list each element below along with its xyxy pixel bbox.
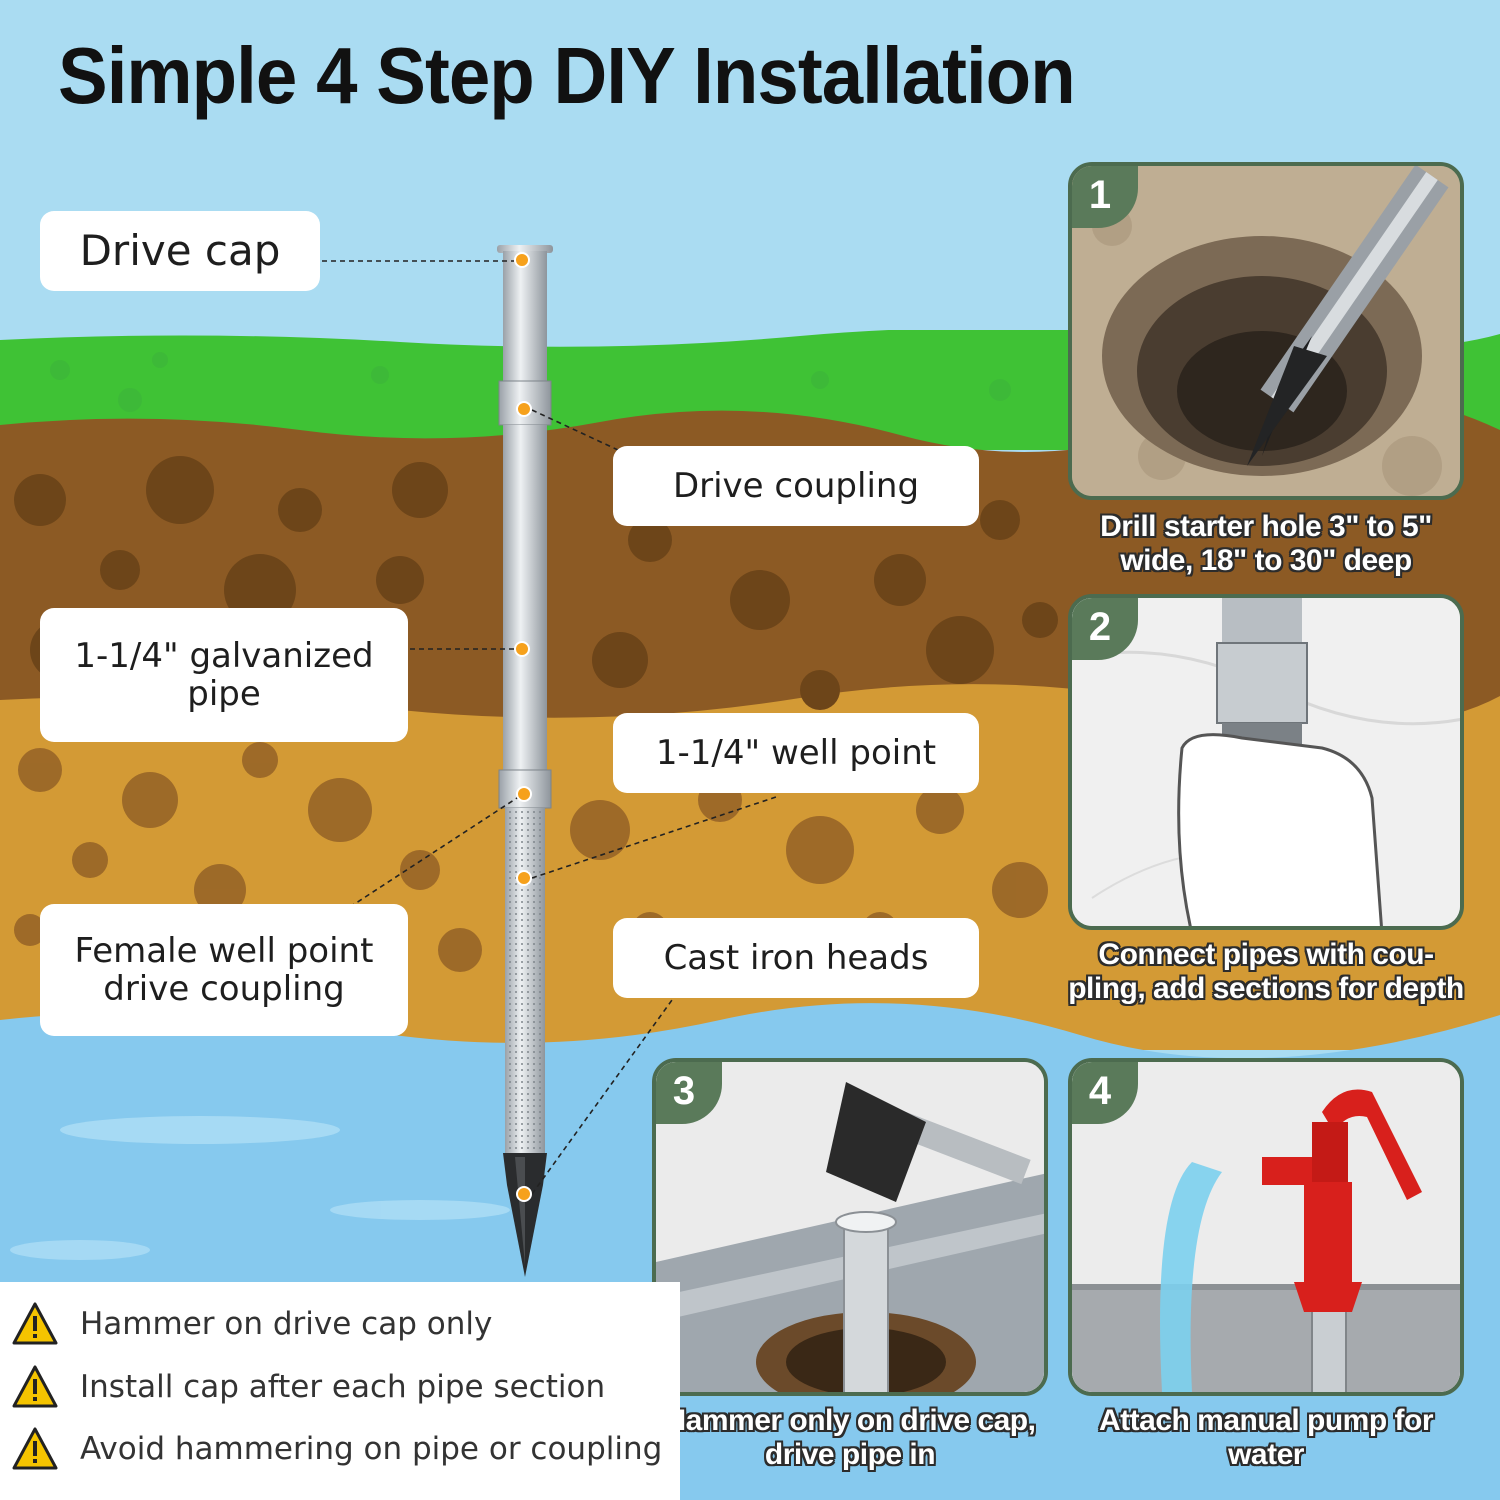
label-cast-iron-heads: Cast iron heads	[613, 918, 979, 998]
step-3-caption: Hammer only on drive cap, drive pipe in	[664, 1404, 1036, 1471]
warning-triangle-icon	[12, 1365, 58, 1408]
label-drive-coupling: Drive coupling	[613, 446, 979, 526]
step-1-panel: 1	[1068, 162, 1464, 500]
label-galvanized-pipe: 1-1/4" galvanized pipe	[40, 608, 408, 742]
female-coupling-dot	[516, 786, 532, 802]
connect-pipes-illustration	[1072, 598, 1460, 926]
galvanized-pipe-dot	[514, 641, 530, 657]
label-well-point: 1-1/4" well point	[613, 713, 979, 793]
step-2-caption: Connect pipes with cou- pling, add secti…	[1068, 938, 1464, 1005]
step-2-panel: 2	[1068, 594, 1464, 930]
step-1-caption: Drill starter hole 3" to 5" wide, 18" to…	[1100, 510, 1432, 577]
warnings-box: Hammer on drive cap only Install cap aft…	[0, 1282, 680, 1500]
step-4-caption: Attach manual pump for water	[1098, 1404, 1434, 1471]
hand-pump-icon	[1072, 1062, 1460, 1392]
warning-item: Avoid hammering on pipe or coupling	[12, 1427, 662, 1471]
warning-triangle-icon	[12, 1302, 58, 1345]
step-2-badge: 2	[1072, 598, 1138, 660]
drive-cap-dot	[514, 252, 530, 268]
warning-item: Hammer on drive cap only	[12, 1302, 492, 1346]
hammer-icon	[656, 1062, 1044, 1392]
warning-triangle-icon	[12, 1427, 58, 1470]
warning-item: Install cap after each pipe section	[12, 1365, 605, 1409]
well-pipe-illustration	[497, 245, 553, 1277]
cast-iron-heads-dot	[516, 1186, 532, 1202]
label-female-coupling: Female well point drive coupling	[40, 904, 408, 1036]
warning-text: Avoid hammering on pipe or coupling	[80, 1431, 663, 1467]
warning-text: Install cap after each pipe section	[80, 1369, 606, 1405]
page-title: Simple 4 Step DIY Installation	[58, 31, 1076, 120]
label-drive-cap: Drive cap	[40, 211, 320, 291]
drive-coupling-dot	[516, 401, 532, 417]
step-3-panel: 3	[652, 1058, 1048, 1396]
well-point-dot	[516, 870, 532, 886]
step-4-panel: 4	[1068, 1058, 1464, 1396]
drill-hole-illustration	[1072, 166, 1460, 496]
warning-text: Hammer on drive cap only	[80, 1306, 493, 1342]
